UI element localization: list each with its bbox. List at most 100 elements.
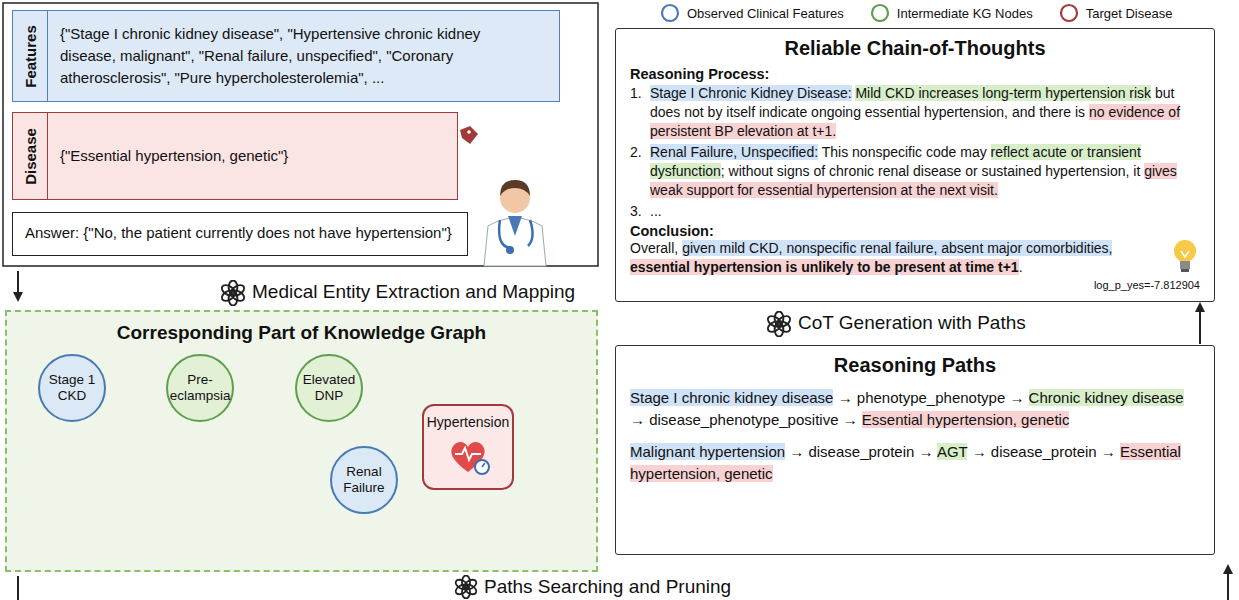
reasoning-text: → disease_phenotype_positive → <box>630 411 858 428</box>
step-label: Medical Entity Extraction and Mapping <box>252 281 575 303</box>
reasoning-text: Essential hypertension, genetic <box>862 411 1070 428</box>
reasoning-text: Chronic kidney disease <box>1029 389 1184 406</box>
lightbulb-icon <box>1170 237 1200 277</box>
reasoning-text: → disease_protein → <box>972 443 1116 460</box>
legend: Observed Clinical Features Intermediate K… <box>660 3 1198 23</box>
reasoning-text: → disease_protein → <box>789 443 933 460</box>
legend-item: Target Disease <box>1059 3 1173 23</box>
line-shape <box>1227 566 1229 600</box>
side-strip: Disease <box>13 113 48 199</box>
circle-shape <box>475 460 489 474</box>
path-shape <box>500 180 530 196</box>
g-shape <box>484 180 546 266</box>
kg-node: Pre-eclampsia <box>166 354 234 422</box>
reasoning-text: . <box>1019 259 1023 275</box>
side-strip: Features <box>13 11 48 101</box>
rect-shape <box>1181 269 1189 272</box>
reasoning-text: Stage I Chronic Kidney Disease: <box>650 85 852 101</box>
path-shape <box>508 216 522 236</box>
legend-swatch <box>1059 3 1079 23</box>
title-text: Reliable Chain-of-Thoughts <box>630 37 1200 60</box>
reasoning-text: This nonspecific code may <box>822 144 987 160</box>
rect-shape <box>1180 261 1190 269</box>
rect-shape <box>3 3 598 266</box>
step-label: CoT Generation with Paths <box>798 312 1026 334</box>
item-body: Renal Failure, Unspecified: This nonspec… <box>650 143 1200 200</box>
node-label: Hypertension <box>427 414 510 430</box>
paragraph: Stage I chronic kidney disease → phenoty… <box>630 387 1200 431</box>
paths-box: Reasoning PathsStage I chronic kidney di… <box>615 345 1215 555</box>
step-label: Paths Searching and Pruning <box>484 576 731 598</box>
legend-text: Target Disease <box>1086 6 1173 21</box>
circle-shape <box>467 130 471 134</box>
kg-node: Stage 1 CKD <box>38 354 106 422</box>
reasoning-text: Malignant hypertension <box>630 443 785 460</box>
reasoning-text: given mild CKD, nonspecific renal failur… <box>682 240 1112 256</box>
band-label: Features <box>22 25 39 88</box>
paragraph: Malignant hypertension → disease_protein… <box>630 441 1200 485</box>
features-band: Features {"Stage I chronic kidney disease… <box>12 10 560 102</box>
item-body: Stage I Chronic Kidney Disease: Mild CKD… <box>650 84 1200 141</box>
item-body: ... <box>650 202 1200 221</box>
reasoning-text: ... <box>650 203 662 219</box>
band-text: {"Stage I chronic kidney disease", "Hype… <box>60 23 513 88</box>
g-shape <box>460 126 478 144</box>
kg-node: Elevated DNP <box>295 354 363 422</box>
node-label: Stage 1 CKD <box>44 372 100 403</box>
reasoning-text: essential hypertension is unlikely to be… <box>630 259 1019 275</box>
item-number: 1. <box>630 84 650 141</box>
legend-item: Observed Clinical Features <box>660 3 844 23</box>
use-shape <box>454 576 478 599</box>
list-item: 1.Stage I Chronic Kidney Disease: Mild C… <box>630 84 1200 141</box>
band-body: {"Stage I chronic kidney disease", "Hype… <box>48 11 559 101</box>
circle-shape <box>1061 5 1077 21</box>
connector-arrow <box>1199 304 1201 344</box>
reasoning-text: Overall, <box>630 240 678 256</box>
disease-band: Disease {"Essential hypertension, genetic… <box>12 112 458 200</box>
head-text: Conclusion: <box>630 223 1200 239</box>
cot-box: Reliable Chain-of-ThoughtsReasoning Proc… <box>615 28 1215 302</box>
title-text: Reasoning Paths <box>630 354 1200 377</box>
reasoning-text: Mild CKD increases long-term hypertensio… <box>855 85 1151 101</box>
answer-box: Answer: {"No, the patient currently does… <box>12 212 468 256</box>
heart-icon <box>446 436 490 476</box>
line-shape <box>17 576 19 600</box>
kg-node: Renal Failure <box>330 446 398 514</box>
node-label: Pre-eclampsia <box>170 372 231 403</box>
path-shape <box>499 220 510 248</box>
path-shape <box>455 448 481 460</box>
band-text: {"Essential hypertension, genetic"} <box>60 145 288 167</box>
circle-shape <box>1174 240 1196 262</box>
legend-text: Intermediate KG Nodes <box>897 6 1033 21</box>
item-number: 2. <box>630 143 650 200</box>
list-item: 3.... <box>630 202 1200 221</box>
circle-shape <box>872 5 888 21</box>
line-shape <box>17 271 19 300</box>
line-shape <box>482 463 485 467</box>
reasoning-text: ; without signs of chronic renal disease… <box>721 163 1140 179</box>
circle-shape <box>506 246 514 254</box>
head-text: Reasoning Process: <box>630 66 1200 82</box>
item-number: 3. <box>630 202 650 221</box>
legend-swatch <box>870 3 890 23</box>
path-shape <box>460 126 478 144</box>
use-shape <box>220 281 246 306</box>
paragraph: Overall, given mild CKD, nonspecific ren… <box>630 239 1200 277</box>
kg-panel: Corresponding Part of Knowledge GraphSta… <box>5 310 598 572</box>
use-shape <box>766 312 792 337</box>
target-disease-node: Hypertension <box>422 404 514 490</box>
answer-text: Answer: {"No, the patient currently does… <box>25 224 452 241</box>
circle-shape <box>662 5 678 21</box>
node-label: Elevated DNP <box>301 372 357 403</box>
list-item: 2.Renal Failure, Unspecified: This nonsp… <box>630 143 1200 200</box>
reasoning-text: Renal Failure, Unspecified: <box>650 144 818 160</box>
band-label: Disease <box>22 128 39 185</box>
panel-title: Corresponding Part of Knowledge Graph <box>7 312 596 344</box>
log-text: log_p_yes=-7.812904 <box>630 279 1200 291</box>
path-shape <box>1181 251 1189 257</box>
band-body: {"Essential hypertension, genetic"} <box>48 113 334 199</box>
reasoning-text: Stage I chronic kidney disease <box>630 389 833 406</box>
path-shape <box>528 220 533 246</box>
legend-text: Observed Clinical Features <box>687 6 844 21</box>
